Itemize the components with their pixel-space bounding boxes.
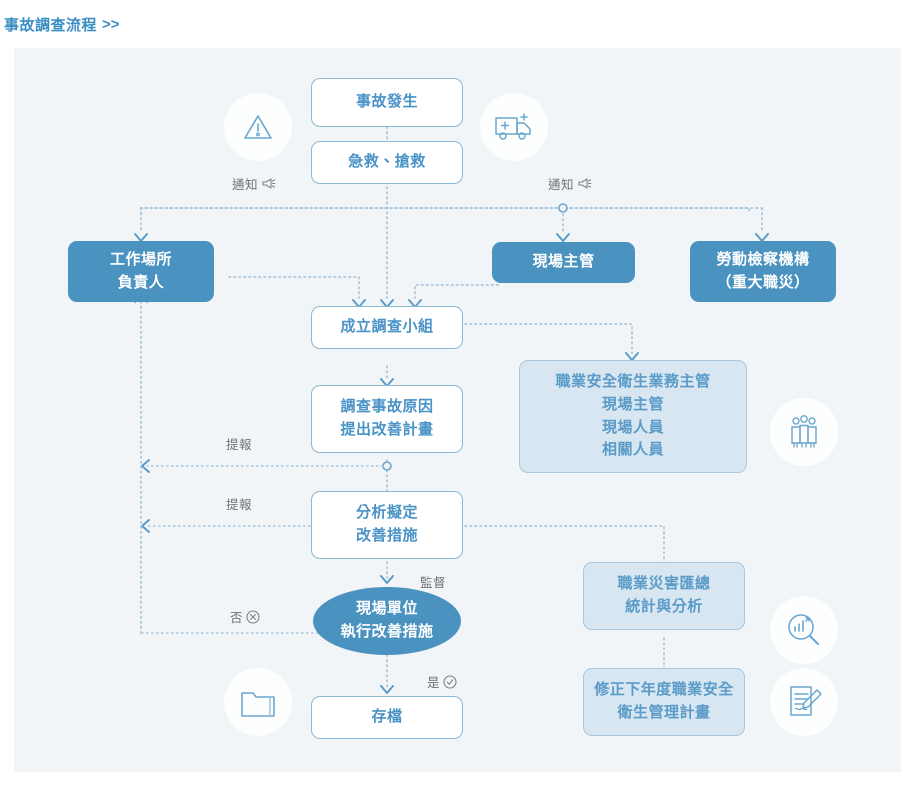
node-execute-line2: 執行改善措施	[340, 623, 434, 640]
edge-label-no: 否	[230, 607, 260, 626]
circle-x-icon	[246, 609, 260, 624]
node-archive[interactable]: 存檔	[311, 696, 463, 739]
edge-label-notify-left: 通知	[232, 174, 276, 193]
node-analyze-line2: 改善措施	[355, 527, 418, 544]
node-labor-inspection-line1: 勞動檢察機構	[716, 250, 810, 268]
edge-label-supervise: 監督	[420, 572, 446, 591]
node-accident-occurrence[interactable]: 事故發生	[311, 78, 463, 127]
node-statistics[interactable]: 職業災害匯總 統計與分析	[583, 562, 745, 630]
supervise-text: 監督	[420, 576, 447, 590]
megaphone-icon	[577, 177, 592, 190]
node-team-members-line1: 職業安全衛生業務主管	[555, 372, 711, 390]
node-team-members[interactable]: 職業安全衛生業務主管 現場主管 現場人員 相關人員	[519, 360, 747, 473]
edge-label-notify-right: 通知	[548, 174, 592, 193]
edge-label-report-upper: 提報	[226, 434, 252, 453]
node-site-supervisor-label: 現場主管	[532, 253, 595, 271]
node-investigate-cause[interactable]: 調查事故原因 提出改善計畫	[311, 385, 463, 453]
node-revise-plan[interactable]: 修正下年度職業安全 衛生管理計畫	[583, 668, 745, 736]
people-group-icon	[770, 398, 838, 466]
node-form-team-label: 成立調查小組	[340, 318, 434, 336]
flowchart-panel: .dot { stroke:#9cbdd6; stroke-width:1.5;…	[14, 48, 901, 772]
chart-magnifier-icon	[770, 596, 838, 664]
node-first-aid[interactable]: 急救、搶救	[311, 141, 463, 184]
no-text: 否	[230, 611, 244, 625]
page-title: 事故調查流程	[4, 16, 98, 34]
notify-left-text: 通知	[232, 178, 259, 192]
node-investigate-line2: 提出改善計畫	[340, 421, 434, 438]
edge-label-yes: 是	[427, 672, 457, 691]
node-team-members-line4: 相關人員	[601, 441, 664, 459]
node-execute-measures[interactable]: 現場單位 執行改善措施	[313, 587, 461, 655]
node-team-members-line3: 現場人員	[601, 418, 664, 436]
node-first-aid-label: 急救、搶救	[348, 153, 426, 171]
node-revise-plan-line1: 修正下年度職業安全	[594, 681, 734, 699]
megaphone-icon	[261, 177, 276, 190]
node-site-supervisor[interactable]: 現場主管	[492, 242, 635, 283]
node-investigate-line1: 調查事故原因	[340, 398, 434, 416]
node-statistics-line2: 統計與分析	[625, 598, 703, 615]
node-statistics-line1: 職業災害匯總	[617, 575, 711, 593]
node-labor-inspection-line2: （重大職災）	[716, 273, 810, 291]
notify-right-text: 通知	[548, 178, 575, 192]
node-workplace-owner[interactable]: 工作場所 負責人	[68, 241, 214, 302]
page-header: 事故調查流程 >>	[0, 0, 915, 48]
chevron-right-icon: >>	[102, 15, 120, 33]
warning-triangle-icon	[224, 93, 292, 161]
yes-text: 是	[427, 676, 441, 690]
node-workplace-owner-line1: 工作場所	[109, 250, 172, 268]
circle-check-icon	[443, 674, 457, 689]
ambulance-icon	[480, 93, 548, 161]
folder-icon	[224, 668, 292, 736]
node-analyze-measures[interactable]: 分析擬定 改善措施	[311, 491, 463, 559]
node-archive-label: 存檔	[371, 708, 403, 726]
node-workplace-owner-line2: 負責人	[117, 273, 165, 291]
report-lower-text: 提報	[226, 498, 253, 512]
node-analyze-line1: 分析擬定	[355, 504, 418, 522]
node-revise-plan-line2: 衛生管理計畫	[617, 704, 711, 721]
node-execute-line1: 現場單位	[355, 600, 418, 618]
node-labor-inspection[interactable]: 勞動檢察機構 （重大職災）	[690, 241, 836, 302]
report-upper-text: 提報	[226, 438, 253, 452]
document-pen-icon	[770, 668, 838, 736]
node-team-members-line2: 現場主管	[601, 395, 664, 413]
node-form-investigation-team[interactable]: 成立調查小組	[311, 306, 463, 349]
edge-label-report-lower: 提報	[226, 494, 252, 513]
node-accident-label: 事故發生	[355, 93, 418, 111]
